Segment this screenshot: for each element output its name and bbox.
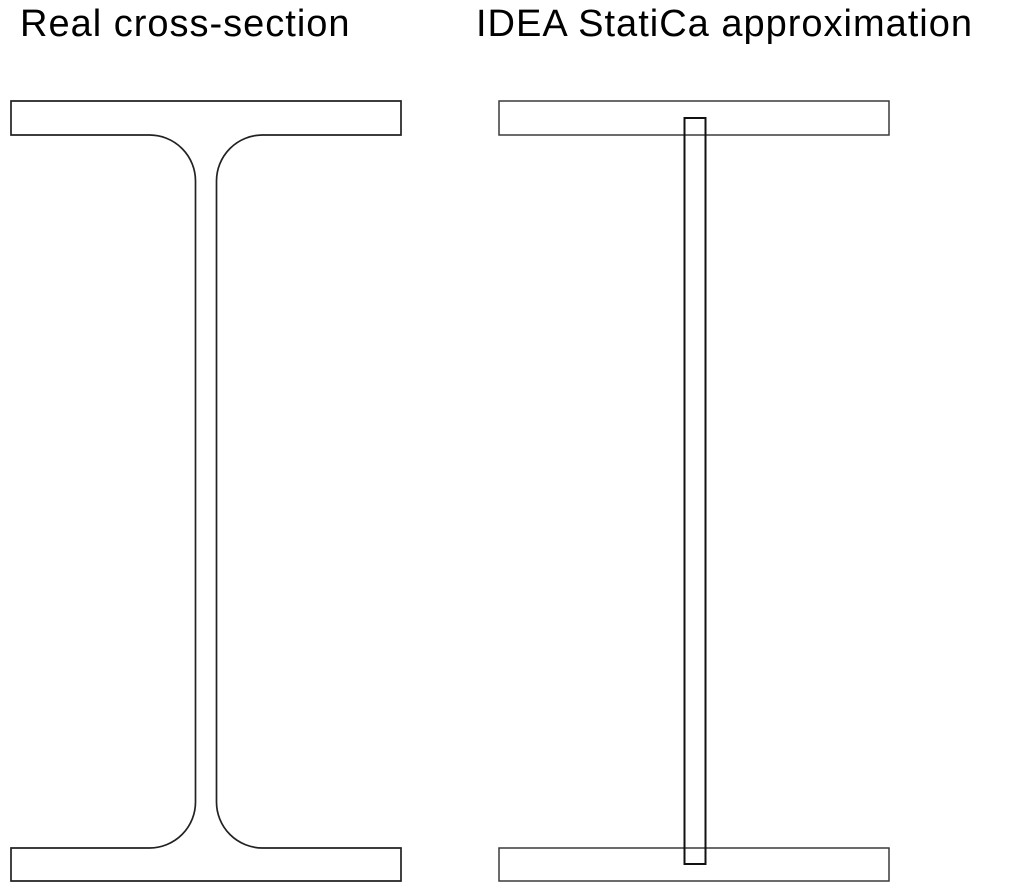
i-beam-filleted-outline (10, 100, 402, 882)
top-flange-plate-rect (498, 100, 890, 136)
web-plate-rect (683, 117, 707, 865)
bottom-flange-plate-rect (498, 847, 890, 882)
idea-statica-approximation-figure (498, 100, 890, 882)
real-cross-section-figure (10, 100, 402, 882)
left-figure-title: Real cross-section (20, 3, 351, 45)
right-figure-title: IDEA StatiCa approximation (476, 3, 974, 45)
